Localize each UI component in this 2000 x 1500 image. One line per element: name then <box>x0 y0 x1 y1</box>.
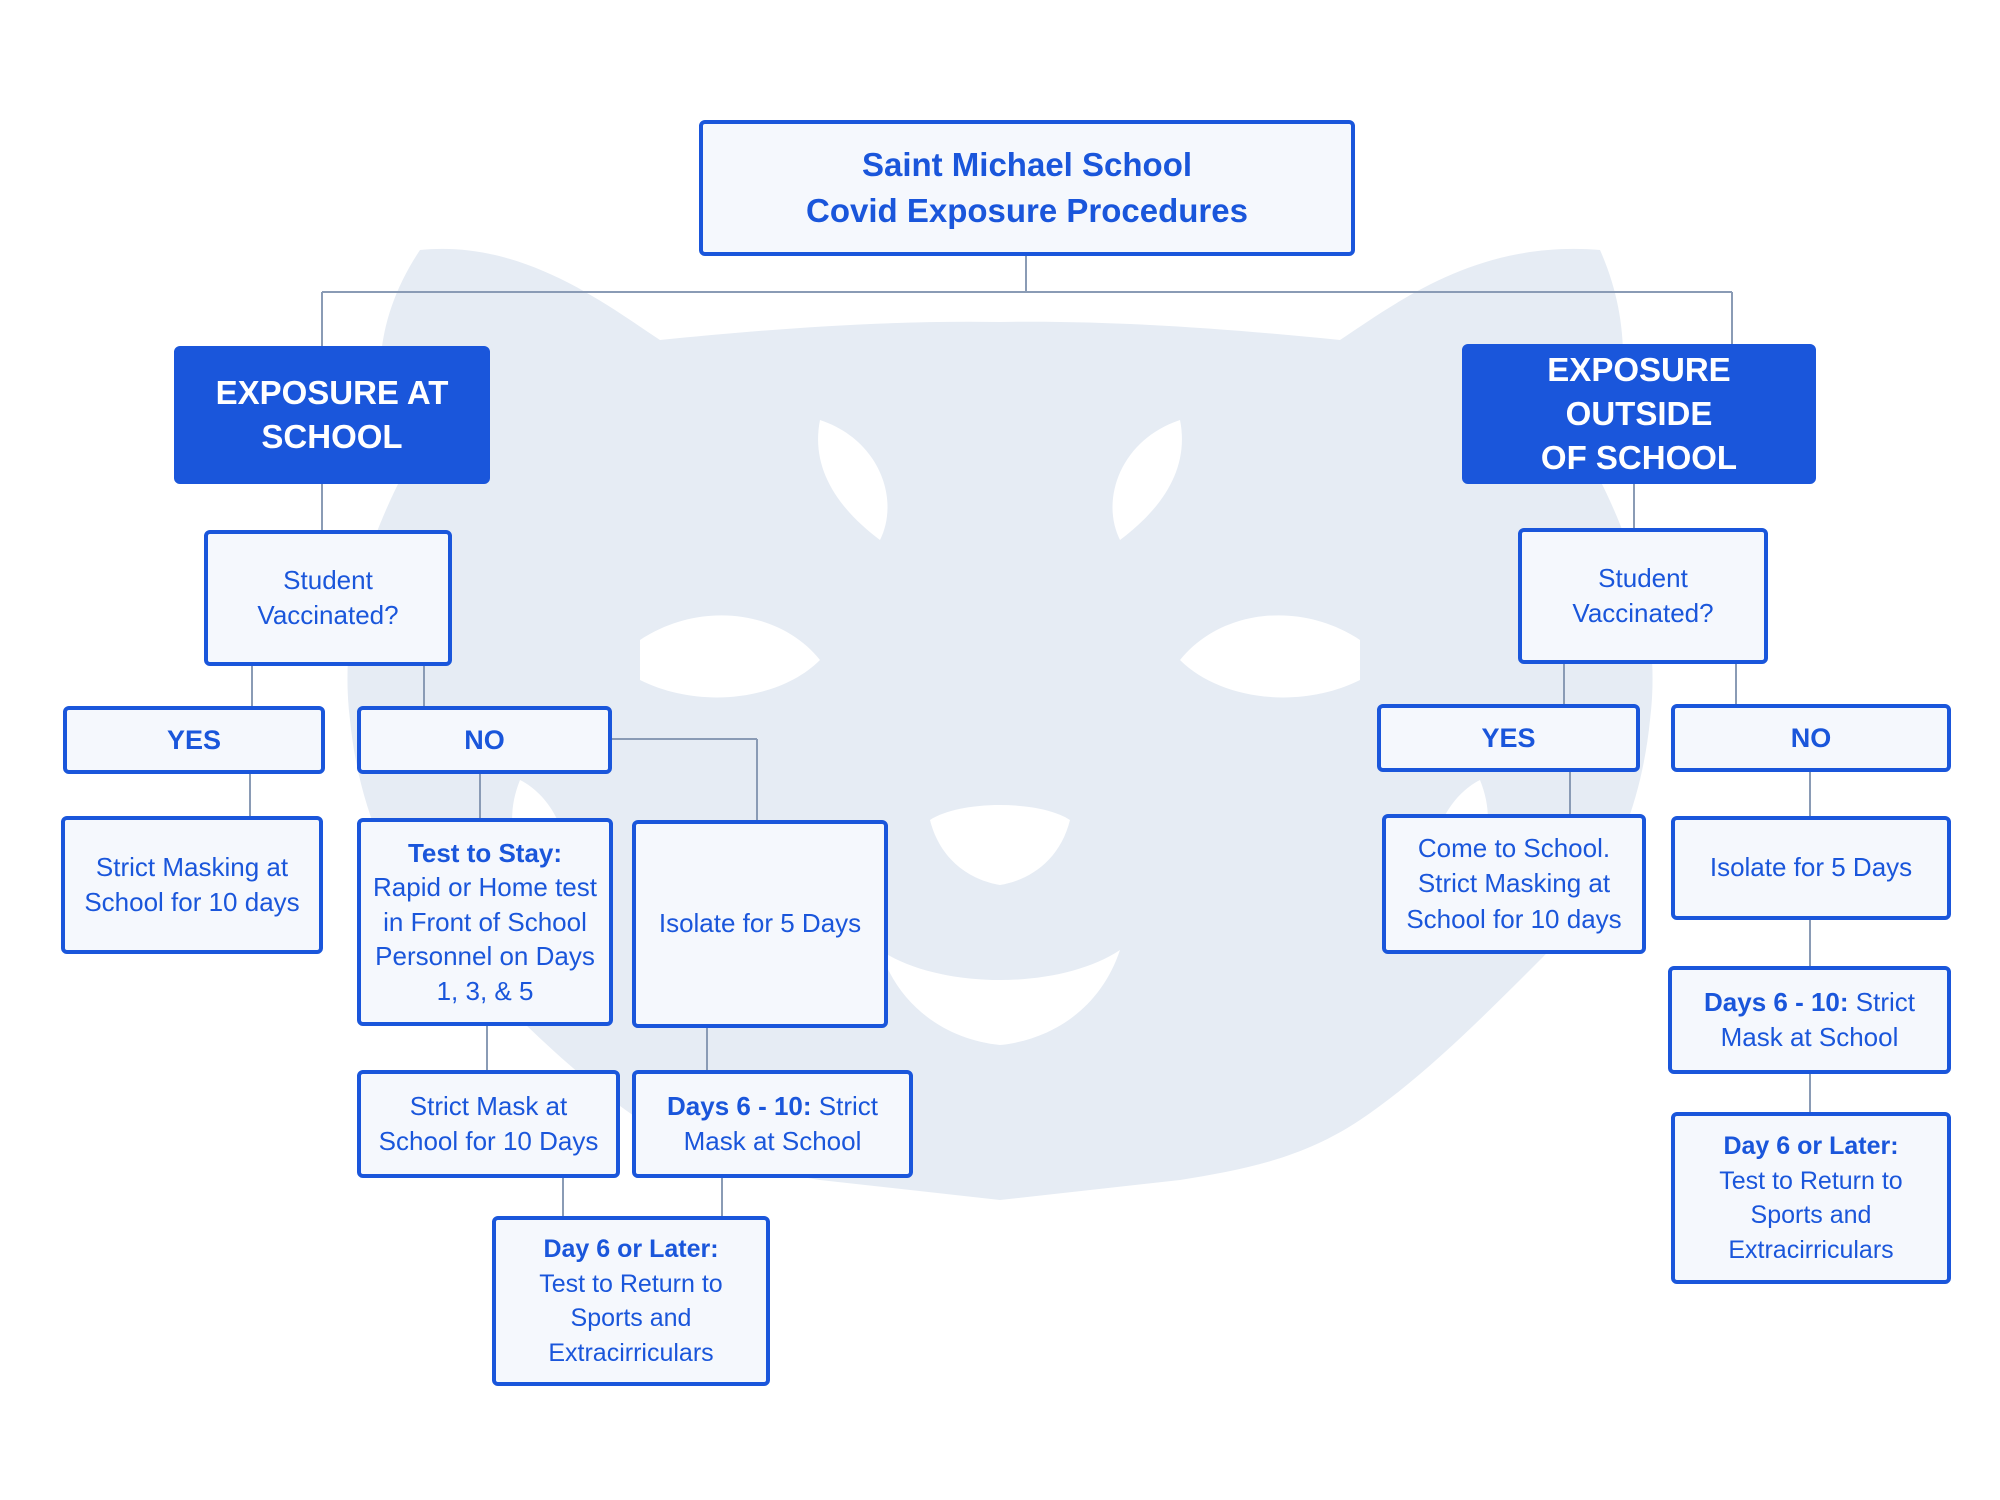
at-school-yes-label: YES <box>166 724 222 755</box>
at-school-question-line-2: Vaccinated? <box>257 600 399 630</box>
at-school-question-line-1: Student <box>283 564 373 595</box>
at-school-yes-box: YES <box>63 706 325 774</box>
outside-isolate-box: Isolate for 5 Days <box>1671 816 1951 920</box>
outside-come-line-3: School for 10 days <box>1406 903 1622 934</box>
title-box: Saint Michael School Covid Exposure Proc… <box>699 120 1355 256</box>
strict-mask-line-2: School for 10 Days <box>378 1126 599 1156</box>
at-school-vaccinated-question: Student Vaccinated? <box>204 530 452 666</box>
at-school-isolate-label: Isolate for 5 Days <box>658 908 862 939</box>
at-school-days-6-10-bold: Days 6 - 10: <box>667 1090 812 1121</box>
outside-days-6-10-box: Days 6 - 10: Strict Mask at School <box>1668 966 1951 1074</box>
outside-isolate-label: Isolate for 5 Days <box>1709 852 1913 883</box>
strict-mask-line-1: Strict Mask at <box>409 1090 568 1121</box>
at-school-no-box: NO <box>357 706 612 774</box>
outside-come-line-2: Strict Masking at <box>1417 868 1611 899</box>
test-to-stay-heading: Test to Stay: <box>407 837 563 868</box>
at-school-days-6-10-rest: Strict <box>818 1090 878 1121</box>
exposure-at-school-line-1: EXPOSURE AT <box>215 374 449 412</box>
at-school-day6-later-heading: Day 6 or Later: <box>543 1235 719 1263</box>
test-to-stay-line-1: Rapid or Home test <box>373 872 597 903</box>
test-to-stay-line-2: in Front of School <box>383 906 587 937</box>
at-school-day6-later-box: Day 6 or Later: Test to Return to Sports… <box>492 1216 770 1386</box>
outside-question-line-2: Vaccinated? <box>1572 598 1714 628</box>
at-school-days-6-10-box: Days 6 - 10: Strict Mask at School <box>632 1070 913 1178</box>
at-school-isolate-box: Isolate for 5 Days <box>632 820 888 1028</box>
outside-yes-label: YES <box>1481 722 1536 753</box>
outside-vaccinated-question: Student Vaccinated? <box>1518 528 1768 664</box>
outside-day6-later-box: Day 6 or Later: Test to Return to Sports… <box>1671 1112 1951 1284</box>
at-school-day6-later-line-2: Sports and <box>570 1304 692 1332</box>
test-to-stay-line-3: Personnel on Days <box>375 941 595 972</box>
exposure-outside-school-box: EXPOSURE OUTSIDE OF SCHOOL <box>1462 344 1816 484</box>
outside-day6-later-heading: Day 6 or Later: <box>1723 1132 1899 1160</box>
title-line-2: Covid Exposure Procedures <box>806 192 1248 229</box>
outside-question-line-1: Student <box>1598 562 1688 593</box>
outside-day6-later-line-1: Test to Return to <box>1719 1166 1903 1195</box>
at-school-day6-later-line-3: Extracirriculars <box>548 1338 714 1367</box>
at-school-strict-masking-line-2: School for 10 days <box>84 887 300 917</box>
outside-yes-box: YES <box>1377 704 1640 772</box>
exposure-at-school-line-2: SCHOOL <box>261 418 403 455</box>
exposure-at-school-box: EXPOSURE AT SCHOOL <box>174 346 490 484</box>
outside-come-line-1: Come to School. <box>1417 833 1611 864</box>
at-school-strict-masking-line-1: Strict Masking at <box>95 851 289 882</box>
exposure-outside-line-1: EXPOSURE OUTSIDE <box>1547 351 1731 433</box>
outside-days-6-10-line-2: Mask at School <box>1720 1022 1899 1052</box>
outside-day6-later-line-2: Sports and <box>1750 1201 1872 1229</box>
outside-days-6-10-rest: Strict <box>1855 986 1915 1017</box>
outside-days-6-10-bold: Days 6 - 10: <box>1704 986 1849 1017</box>
at-school-day6-later-line-1: Test to Return to <box>539 1269 723 1298</box>
outside-come-to-school-box: Come to School. Strict Masking at School… <box>1382 814 1646 954</box>
outside-no-label: NO <box>1790 722 1832 753</box>
title-line-1: Saint Michael School <box>861 146 1193 184</box>
outside-day6-later-line-3: Extracirriculars <box>1728 1235 1894 1264</box>
exposure-outside-line-2: OF SCHOOL <box>1540 438 1738 476</box>
at-school-no-label: NO <box>464 724 505 755</box>
strict-mask-10-days-box: Strict Mask at School for 10 Days <box>357 1070 620 1178</box>
test-to-stay-box: Test to Stay: Rapid or Home test in Fron… <box>357 818 613 1026</box>
test-to-stay-line-4: 1, 3, & 5 <box>436 975 534 1006</box>
outside-no-box: NO <box>1671 704 1951 772</box>
at-school-days-6-10-line-2: Mask at School <box>683 1126 862 1156</box>
at-school-strict-masking-box: Strict Masking at School for 10 days <box>61 816 323 954</box>
